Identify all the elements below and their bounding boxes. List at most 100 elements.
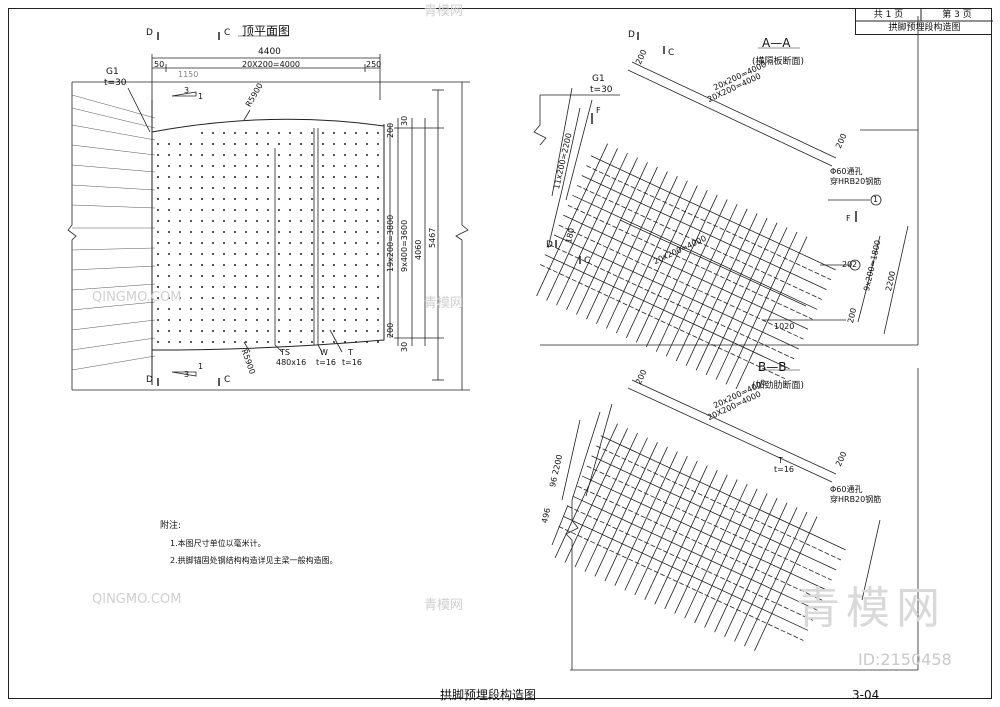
rebar-dot <box>333 132 335 134</box>
rebar-dot <box>289 264 291 266</box>
rebar-dot <box>300 132 302 134</box>
rebar-dot <box>377 264 379 266</box>
rebar-dot <box>311 264 313 266</box>
rebar-dot <box>168 297 170 299</box>
rebar-dot <box>355 297 357 299</box>
rebar-dot <box>355 341 357 343</box>
rebar-dot <box>322 220 324 222</box>
rebar-dot <box>278 165 280 167</box>
rebar-dot <box>344 264 346 266</box>
rebar-dot <box>311 154 313 156</box>
rebar-dot <box>355 319 357 321</box>
rebar-line <box>590 155 836 271</box>
rebar-dot <box>333 198 335 200</box>
rebar-line <box>604 446 668 582</box>
rebar-dot <box>366 242 368 244</box>
rebar-dot <box>190 209 192 211</box>
rebar-dot <box>245 198 247 200</box>
plan-dim-left: 50 <box>154 60 165 69</box>
plan-dim-4060: 4060 <box>414 239 423 260</box>
rebar-line <box>664 474 728 610</box>
rebar-dot <box>322 242 324 244</box>
rebar-dot <box>322 319 324 321</box>
rebar-dot <box>245 132 247 134</box>
rebar-dot <box>190 143 192 145</box>
rebar-dot <box>190 319 192 321</box>
rebar-dot <box>179 143 181 145</box>
rebar-dot <box>278 330 280 332</box>
rebar-line <box>563 515 809 631</box>
rebar-dot <box>311 253 313 255</box>
rebar-dot <box>201 242 203 244</box>
rebar-line <box>596 445 842 561</box>
rebar-dot <box>168 165 170 167</box>
rebar-line <box>684 483 748 619</box>
rebar-dot <box>179 275 181 277</box>
rebar-dot <box>366 341 368 343</box>
rebar-dot <box>366 132 368 134</box>
aa-cut-c-top: C <box>668 48 675 58</box>
rebar-dot <box>267 143 269 145</box>
title-block-name: 拱脚预埋段构造图 <box>888 23 961 33</box>
rebar-dot <box>212 198 214 200</box>
rebar-dot <box>179 286 181 288</box>
plan-t-thk: t=16 <box>342 358 363 367</box>
rebar-dot <box>234 154 236 156</box>
rebar-line <box>553 234 799 350</box>
rebar-dot <box>179 253 181 255</box>
rebar-dot <box>377 187 379 189</box>
rebar-line <box>695 217 768 371</box>
rebar-dot <box>289 220 291 222</box>
rebar-dot <box>278 264 280 266</box>
rebar-dot <box>278 297 280 299</box>
rebar-dot <box>223 165 225 167</box>
rebar-dot <box>300 253 302 255</box>
rebar-dot <box>190 198 192 200</box>
plan-dim-9x400: 9x400=3600 <box>400 219 409 272</box>
rebar-dot <box>377 198 379 200</box>
rebar-dot <box>234 132 236 134</box>
rebar-dot <box>201 253 203 255</box>
rebar-dot <box>256 286 258 288</box>
rebar-dot <box>322 231 324 233</box>
rebar-dot <box>267 308 269 310</box>
rebar-dot <box>245 220 247 222</box>
rebar-dot <box>344 209 346 211</box>
rebar-dot <box>300 286 302 288</box>
rebar-dot <box>256 176 258 178</box>
rebar-dot <box>179 341 181 343</box>
rebar-dot <box>201 264 203 266</box>
aa-dim-1020: 1020 <box>774 322 795 331</box>
rebar-dot <box>168 198 170 200</box>
rebar-dot <box>278 286 280 288</box>
rebar-dot <box>278 132 280 134</box>
rebar-line <box>724 502 788 638</box>
rebar-dot <box>289 176 291 178</box>
aa-cut-d-bottom: D <box>546 240 553 250</box>
plan-slope-3-bot: 3 <box>184 370 190 379</box>
rebar-dot <box>278 242 280 244</box>
rebar-dot <box>300 319 302 321</box>
rebar-dot <box>300 165 302 167</box>
rebar-dot <box>168 330 170 332</box>
plan-dim-mid: 20X200=4000 <box>242 60 300 69</box>
rebar-dot <box>179 242 181 244</box>
title-block-grid <box>856 8 993 22</box>
rebar-dot <box>355 253 357 255</box>
rebar-dot <box>212 154 214 156</box>
rebar-dot <box>311 187 313 189</box>
rebar-dot <box>256 143 258 145</box>
rebar-dot <box>344 154 346 156</box>
rebar-dot <box>223 275 225 277</box>
rebar-dot <box>333 286 335 288</box>
rebar-dot <box>234 143 236 145</box>
rebar-dot <box>267 275 269 277</box>
rebar-dot <box>267 330 269 332</box>
rebar-dot <box>311 143 313 145</box>
rebar-line <box>625 185 698 338</box>
rebar-dot <box>289 275 291 277</box>
rebar-dot <box>289 319 291 321</box>
rebar-dot <box>201 198 203 200</box>
rebar-dot <box>168 264 170 266</box>
rebar-dot <box>168 286 170 288</box>
